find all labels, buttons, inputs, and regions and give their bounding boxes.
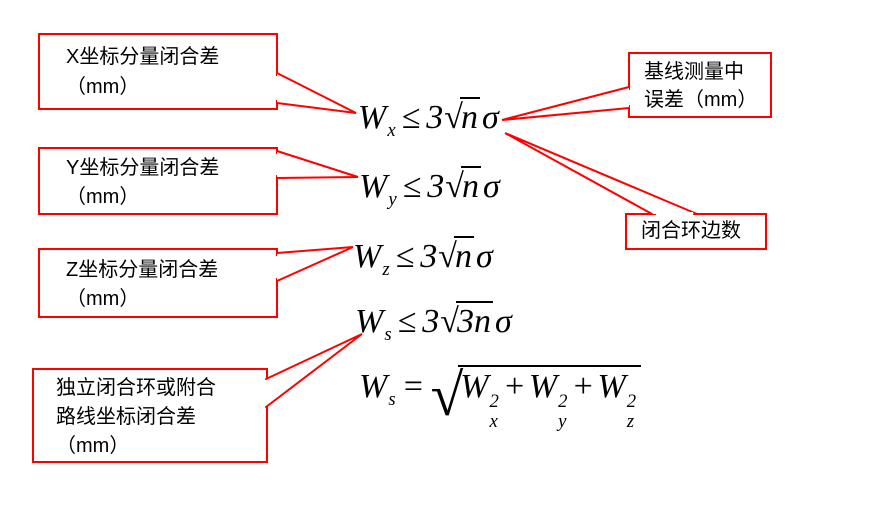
formula-subscript: x bbox=[489, 410, 498, 432]
formula-exponent: 2 bbox=[626, 391, 637, 413]
formula-variable: W bbox=[358, 99, 387, 136]
formula-variable: W bbox=[359, 168, 388, 205]
relation-symbol: ≤ bbox=[395, 238, 415, 275]
radicand: n bbox=[460, 166, 481, 205]
relation-symbol: ≤ bbox=[397, 303, 417, 340]
coefficient: 3 bbox=[420, 238, 438, 275]
relation-symbol: ≤ bbox=[402, 168, 422, 205]
formula-variable: W bbox=[359, 368, 388, 405]
relation-symbol: = bbox=[401, 368, 425, 405]
sigma-symbol: σ bbox=[494, 303, 512, 340]
callout-baseline-error: 基线测量中 误差（mm） bbox=[628, 52, 772, 118]
formula-variable: W bbox=[597, 368, 626, 405]
callout-text-line: （mm） bbox=[66, 288, 140, 310]
formula-subscript: z bbox=[626, 410, 635, 432]
pointer-loop-closure bbox=[265, 333, 363, 408]
pointer-x-component bbox=[276, 72, 357, 114]
formula-variable: W bbox=[460, 368, 489, 405]
callout-y-component: Y坐标分量闭合差 （mm） bbox=[38, 147, 278, 215]
radical-icon: √ bbox=[430, 361, 464, 428]
callout-loop-edges: 闭合环边数 bbox=[625, 213, 767, 250]
callout-text-line: X坐标分量闭合差 bbox=[66, 46, 220, 68]
formula-subscript: s bbox=[384, 323, 392, 345]
radical-icon: √ bbox=[438, 238, 457, 275]
callout-text-line: 独立闭合环或附合 bbox=[56, 377, 216, 399]
callout-text-line: 基线测量中 bbox=[644, 61, 744, 83]
radicand: n bbox=[459, 97, 480, 136]
radicand: 3n bbox=[455, 301, 493, 340]
formula-variable: W bbox=[528, 368, 558, 405]
pointer-baseline-error bbox=[501, 86, 630, 121]
formula-exponent: 2 bbox=[489, 391, 499, 413]
callout-text-line: （mm） bbox=[56, 435, 130, 457]
callout-x-component: X坐标分量闭合差 （mm） bbox=[38, 33, 278, 110]
sigma-symbol: σ bbox=[482, 168, 500, 205]
radical-icon: √ bbox=[445, 168, 464, 205]
radical-icon: √ bbox=[444, 99, 463, 136]
formula-subscript: x bbox=[387, 119, 396, 141]
plus-symbol: + bbox=[571, 368, 595, 405]
coefficient: 3 bbox=[426, 99, 444, 136]
sigma-symbol: σ bbox=[475, 238, 493, 275]
callout-text-line: 路线坐标闭合差 bbox=[56, 406, 196, 428]
coefficient: 3 bbox=[422, 303, 440, 340]
callout-text-line: （mm） bbox=[66, 76, 140, 98]
callout-text-line: （mm） bbox=[66, 186, 140, 208]
formula-variable: W bbox=[353, 238, 382, 275]
relation-symbol: ≤ bbox=[401, 99, 421, 136]
callout-text-line: 闭合环边数 bbox=[641, 220, 741, 242]
callout-text-line: Y坐标分量闭合差 bbox=[66, 157, 220, 179]
plus-symbol: + bbox=[502, 368, 526, 405]
formula-subscript: z bbox=[382, 258, 390, 280]
callout-text-line: 误差（mm） bbox=[644, 89, 758, 111]
formula-exponent: 2 bbox=[558, 391, 568, 413]
callout-z-component: Z坐标分量闭合差 （mm） bbox=[38, 248, 278, 318]
formula-subscript: y bbox=[558, 410, 567, 432]
callout-text-line: Z坐标分量闭合差 bbox=[66, 259, 219, 281]
pointer-y-component bbox=[276, 150, 359, 179]
pointer-loop-edges bbox=[504, 132, 698, 215]
formula-subscript: s bbox=[388, 388, 396, 410]
sigma-symbol: σ bbox=[481, 99, 499, 136]
radical-icon: √ bbox=[440, 303, 459, 340]
radicand: n bbox=[453, 236, 474, 275]
callout-loop-closure: 独立闭合环或附合 路线坐标闭合差 （mm） bbox=[32, 368, 268, 463]
formula-variable: W bbox=[355, 303, 384, 340]
formula-subscript: y bbox=[388, 188, 397, 210]
coefficient: 3 bbox=[427, 168, 445, 205]
pointer-z-component bbox=[276, 246, 354, 282]
